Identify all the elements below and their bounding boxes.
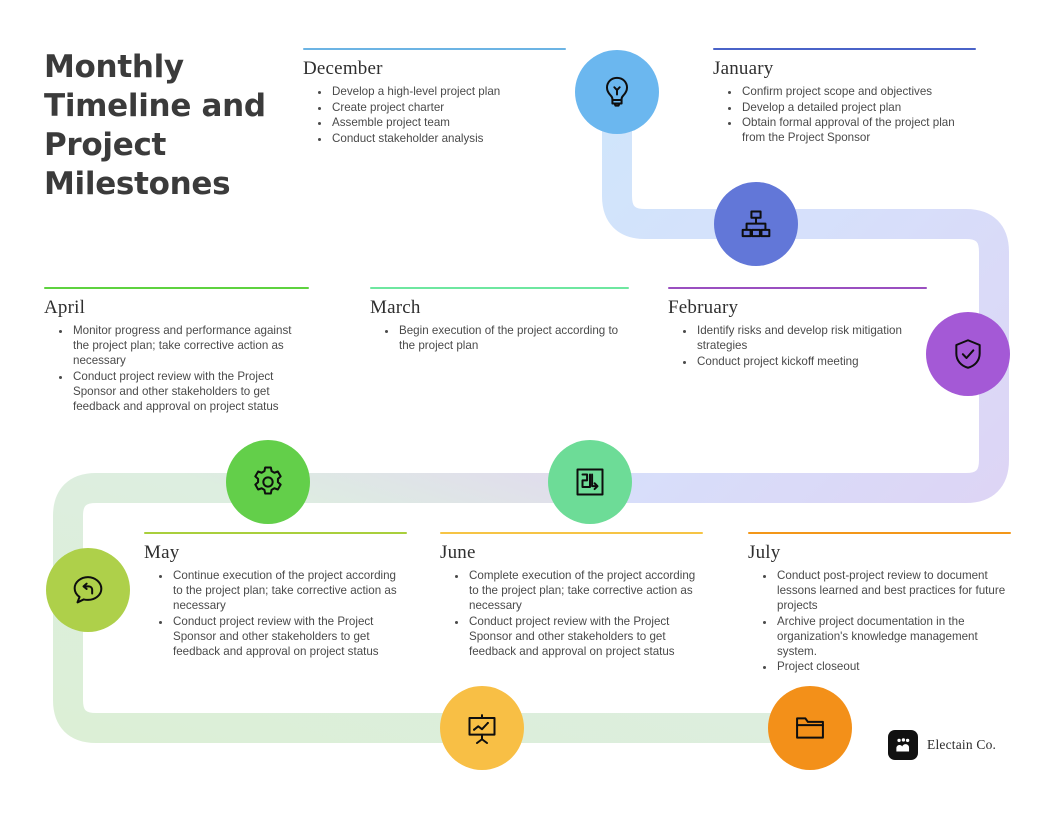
month-rule-january xyxy=(713,48,976,50)
list-item: Conduct project kickoff meeting xyxy=(695,354,927,369)
month-title-may: May xyxy=(144,542,180,563)
folder-icon xyxy=(790,708,830,748)
month-block-april: April Monitor progress and performance a… xyxy=(44,287,309,414)
list-item: Conduct post-project review to document … xyxy=(775,568,1011,613)
list-item: Confirm project scope and objectives xyxy=(740,84,976,99)
month-list-december: Develop a high-level project plan Create… xyxy=(303,84,566,146)
month-block-june: June Complete execution of the project a… xyxy=(440,532,703,659)
month-block-january: January Confirm project scope and object… xyxy=(713,48,976,146)
milestone-circle-reply[interactable] xyxy=(46,548,130,632)
list-item: Conduct project review with the Project … xyxy=(71,369,309,414)
month-rule-december xyxy=(303,48,566,50)
month-list-march: Begin execution of the project according… xyxy=(370,323,629,353)
milestone-circle-gear[interactable] xyxy=(226,440,310,524)
month-rule-june xyxy=(440,532,703,534)
month-title-july: July xyxy=(748,542,781,563)
page-title: Monthly Timeline and Project Milestones xyxy=(44,49,266,203)
list-item: Conduct project review with the Project … xyxy=(171,614,407,659)
list-item: Assemble project team xyxy=(330,115,566,130)
month-rule-april xyxy=(44,287,309,289)
list-item: Develop a detailed project plan xyxy=(740,100,976,115)
month-list-january: Confirm project scope and objectives Dev… xyxy=(713,84,976,145)
month-list-june: Complete execution of the project accord… xyxy=(440,568,703,659)
list-item: Project closeout xyxy=(775,659,1011,674)
milestone-circle-presentation[interactable] xyxy=(440,686,524,770)
month-title-february: February xyxy=(668,297,739,318)
brand-name: Electain Co. xyxy=(927,737,997,752)
list-item: Create project charter xyxy=(330,100,566,115)
list-item: Archive project documentation in the org… xyxy=(775,614,1011,659)
people-logo-icon xyxy=(888,730,918,760)
list-item: Continue execution of the project accord… xyxy=(171,568,407,613)
month-title-december: December xyxy=(303,58,383,79)
speech-bubble-reply-icon xyxy=(68,570,108,610)
month-title-january: January xyxy=(713,58,774,79)
month-rule-july xyxy=(748,532,1011,534)
list-item: Identify risks and develop risk mitigati… xyxy=(695,323,927,353)
month-block-july: July Conduct post-project review to docu… xyxy=(748,532,1011,675)
month-list-april: Monitor progress and performance against… xyxy=(44,323,309,414)
gear-icon xyxy=(248,462,288,502)
lightbulb-icon xyxy=(597,72,637,112)
month-rule-may xyxy=(144,532,407,534)
list-item: Conduct stakeholder analysis xyxy=(330,131,566,146)
month-title-march: March xyxy=(370,297,421,318)
month-list-may: Continue execution of the project accord… xyxy=(144,568,407,659)
milestone-circle-lightbulb[interactable] xyxy=(575,50,659,134)
list-item: Develop a high-level project plan xyxy=(330,84,566,99)
workflow-arrows-icon xyxy=(570,462,610,502)
list-item: Obtain formal approval of the project pl… xyxy=(740,115,976,145)
month-title-april: April xyxy=(44,297,86,318)
list-item: Monitor progress and performance against… xyxy=(71,323,309,368)
milestone-circle-folder[interactable] xyxy=(768,686,852,770)
month-title-june: June xyxy=(440,542,476,563)
presentation-chart-icon xyxy=(462,708,502,748)
month-rule-march xyxy=(370,287,629,289)
brand-lockup: Electain Co. xyxy=(888,730,996,760)
month-block-may: May Continue execution of the project ac… xyxy=(144,532,407,659)
shield-check-icon xyxy=(948,334,988,374)
month-block-february: February Identify risks and develop risk… xyxy=(668,287,927,369)
list-item: Conduct project review with the Project … xyxy=(467,614,703,659)
milestone-circle-org-chart[interactable] xyxy=(714,182,798,266)
month-list-february: Identify risks and develop risk mitigati… xyxy=(668,323,927,369)
month-block-march: March Begin execution of the project acc… xyxy=(370,287,629,354)
milestone-circle-workflow[interactable] xyxy=(548,440,632,524)
org-chart-icon xyxy=(736,204,776,244)
month-rule-february xyxy=(668,287,927,289)
milestone-circle-shield[interactable] xyxy=(926,312,1010,396)
month-block-december: December Develop a high-level project pl… xyxy=(303,48,566,146)
list-item: Complete execution of the project accord… xyxy=(467,568,703,613)
month-list-july: Conduct post-project review to document … xyxy=(748,568,1011,674)
list-item: Begin execution of the project according… xyxy=(397,323,629,353)
